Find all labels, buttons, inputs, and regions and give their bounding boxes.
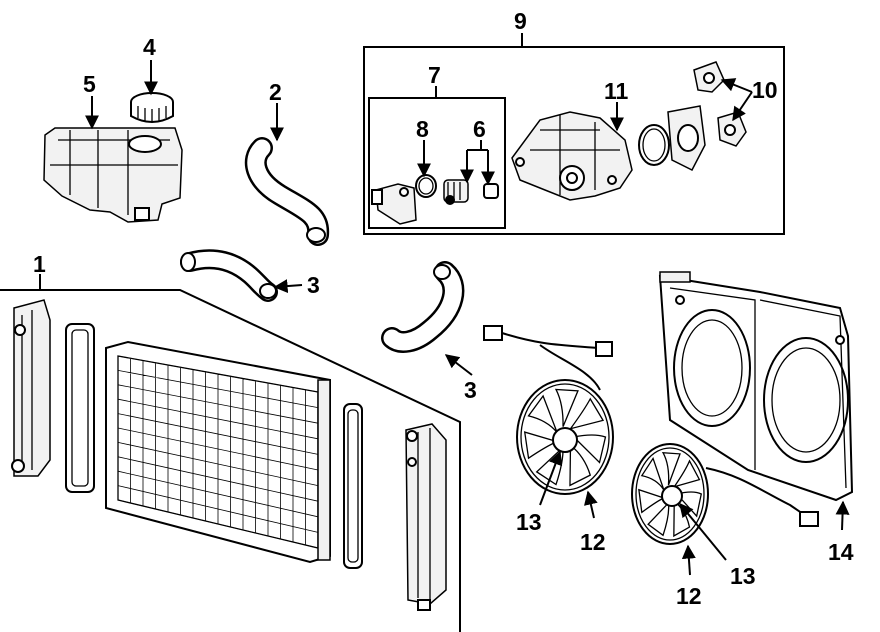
callout-5: 5 [83,71,96,97]
thermostat-group-box [368,86,506,229]
water-pump [511,111,633,201]
radiator-right-seal [343,403,363,569]
radiator-left-tank [11,299,51,477]
fan-blade [523,431,560,460]
callout-6: 6 [473,116,486,142]
callout-numbers: 1 2 3 3 4 5 6 7 8 9 10 11 12 12 13 13 14 [33,8,854,609]
thermostat-seal [483,183,499,199]
fan-blade [638,488,666,514]
callout-8: 8 [416,116,429,142]
fan-shroud [658,271,854,502]
fan-blade [554,388,579,427]
fan-harness-upper [483,325,613,391]
radiator-core [105,340,331,564]
fan-blade [675,491,703,518]
reservoir-cap [130,92,174,123]
callout-13-lower: 13 [730,563,756,589]
fan-blades-lower [638,452,703,538]
coolant-reservoir [43,127,183,223]
coolant-outlet-upper [693,61,725,93]
thermostat-gasket [415,174,437,198]
fan-blade [535,445,564,486]
lower-radiator-hose-a [180,249,278,302]
fan-blade [647,501,670,537]
callout-12-lower: 12 [676,583,702,609]
water-pump-cover [667,105,706,172]
fan-blade [640,456,665,491]
thermostat [443,179,469,205]
callout-3-lower: 3 [464,377,477,403]
fan-blade [672,459,701,488]
callout-14: 14 [828,539,854,565]
coolant-outlet-lower [717,111,747,147]
radiator-group-outline [0,274,461,632]
water-pump-group-box [363,33,785,235]
leader-lines [85,60,850,576]
lower-radiator-hose-b [381,261,465,353]
callout-12-upper: 12 [580,529,606,555]
callout-11: 11 [604,78,629,104]
callout-3-upper: 3 [307,272,320,298]
callout-4: 4 [143,34,156,60]
upper-radiator-hose [244,137,330,246]
fan-blade [527,394,558,433]
fan-blades-upper [523,388,607,487]
fan-blade [569,443,592,487]
fan-blade [661,452,681,486]
callout-2: 2 [269,79,282,105]
callout-1: 1 [33,251,46,277]
cooling-fan-upper [516,379,614,495]
callout-7: 7 [428,62,441,88]
radiator-left-seal [65,323,95,493]
thermostat-housing [371,183,417,225]
callout-13-upper: 13 [516,509,542,535]
cooling-fan-lower [631,443,819,545]
radiator-right-tank [405,423,447,611]
water-pump-gasket [638,124,670,166]
callout-9: 9 [514,8,527,34]
callout-10: 10 [752,77,778,103]
fan-blade [572,434,607,464]
fan-blade [568,397,605,430]
